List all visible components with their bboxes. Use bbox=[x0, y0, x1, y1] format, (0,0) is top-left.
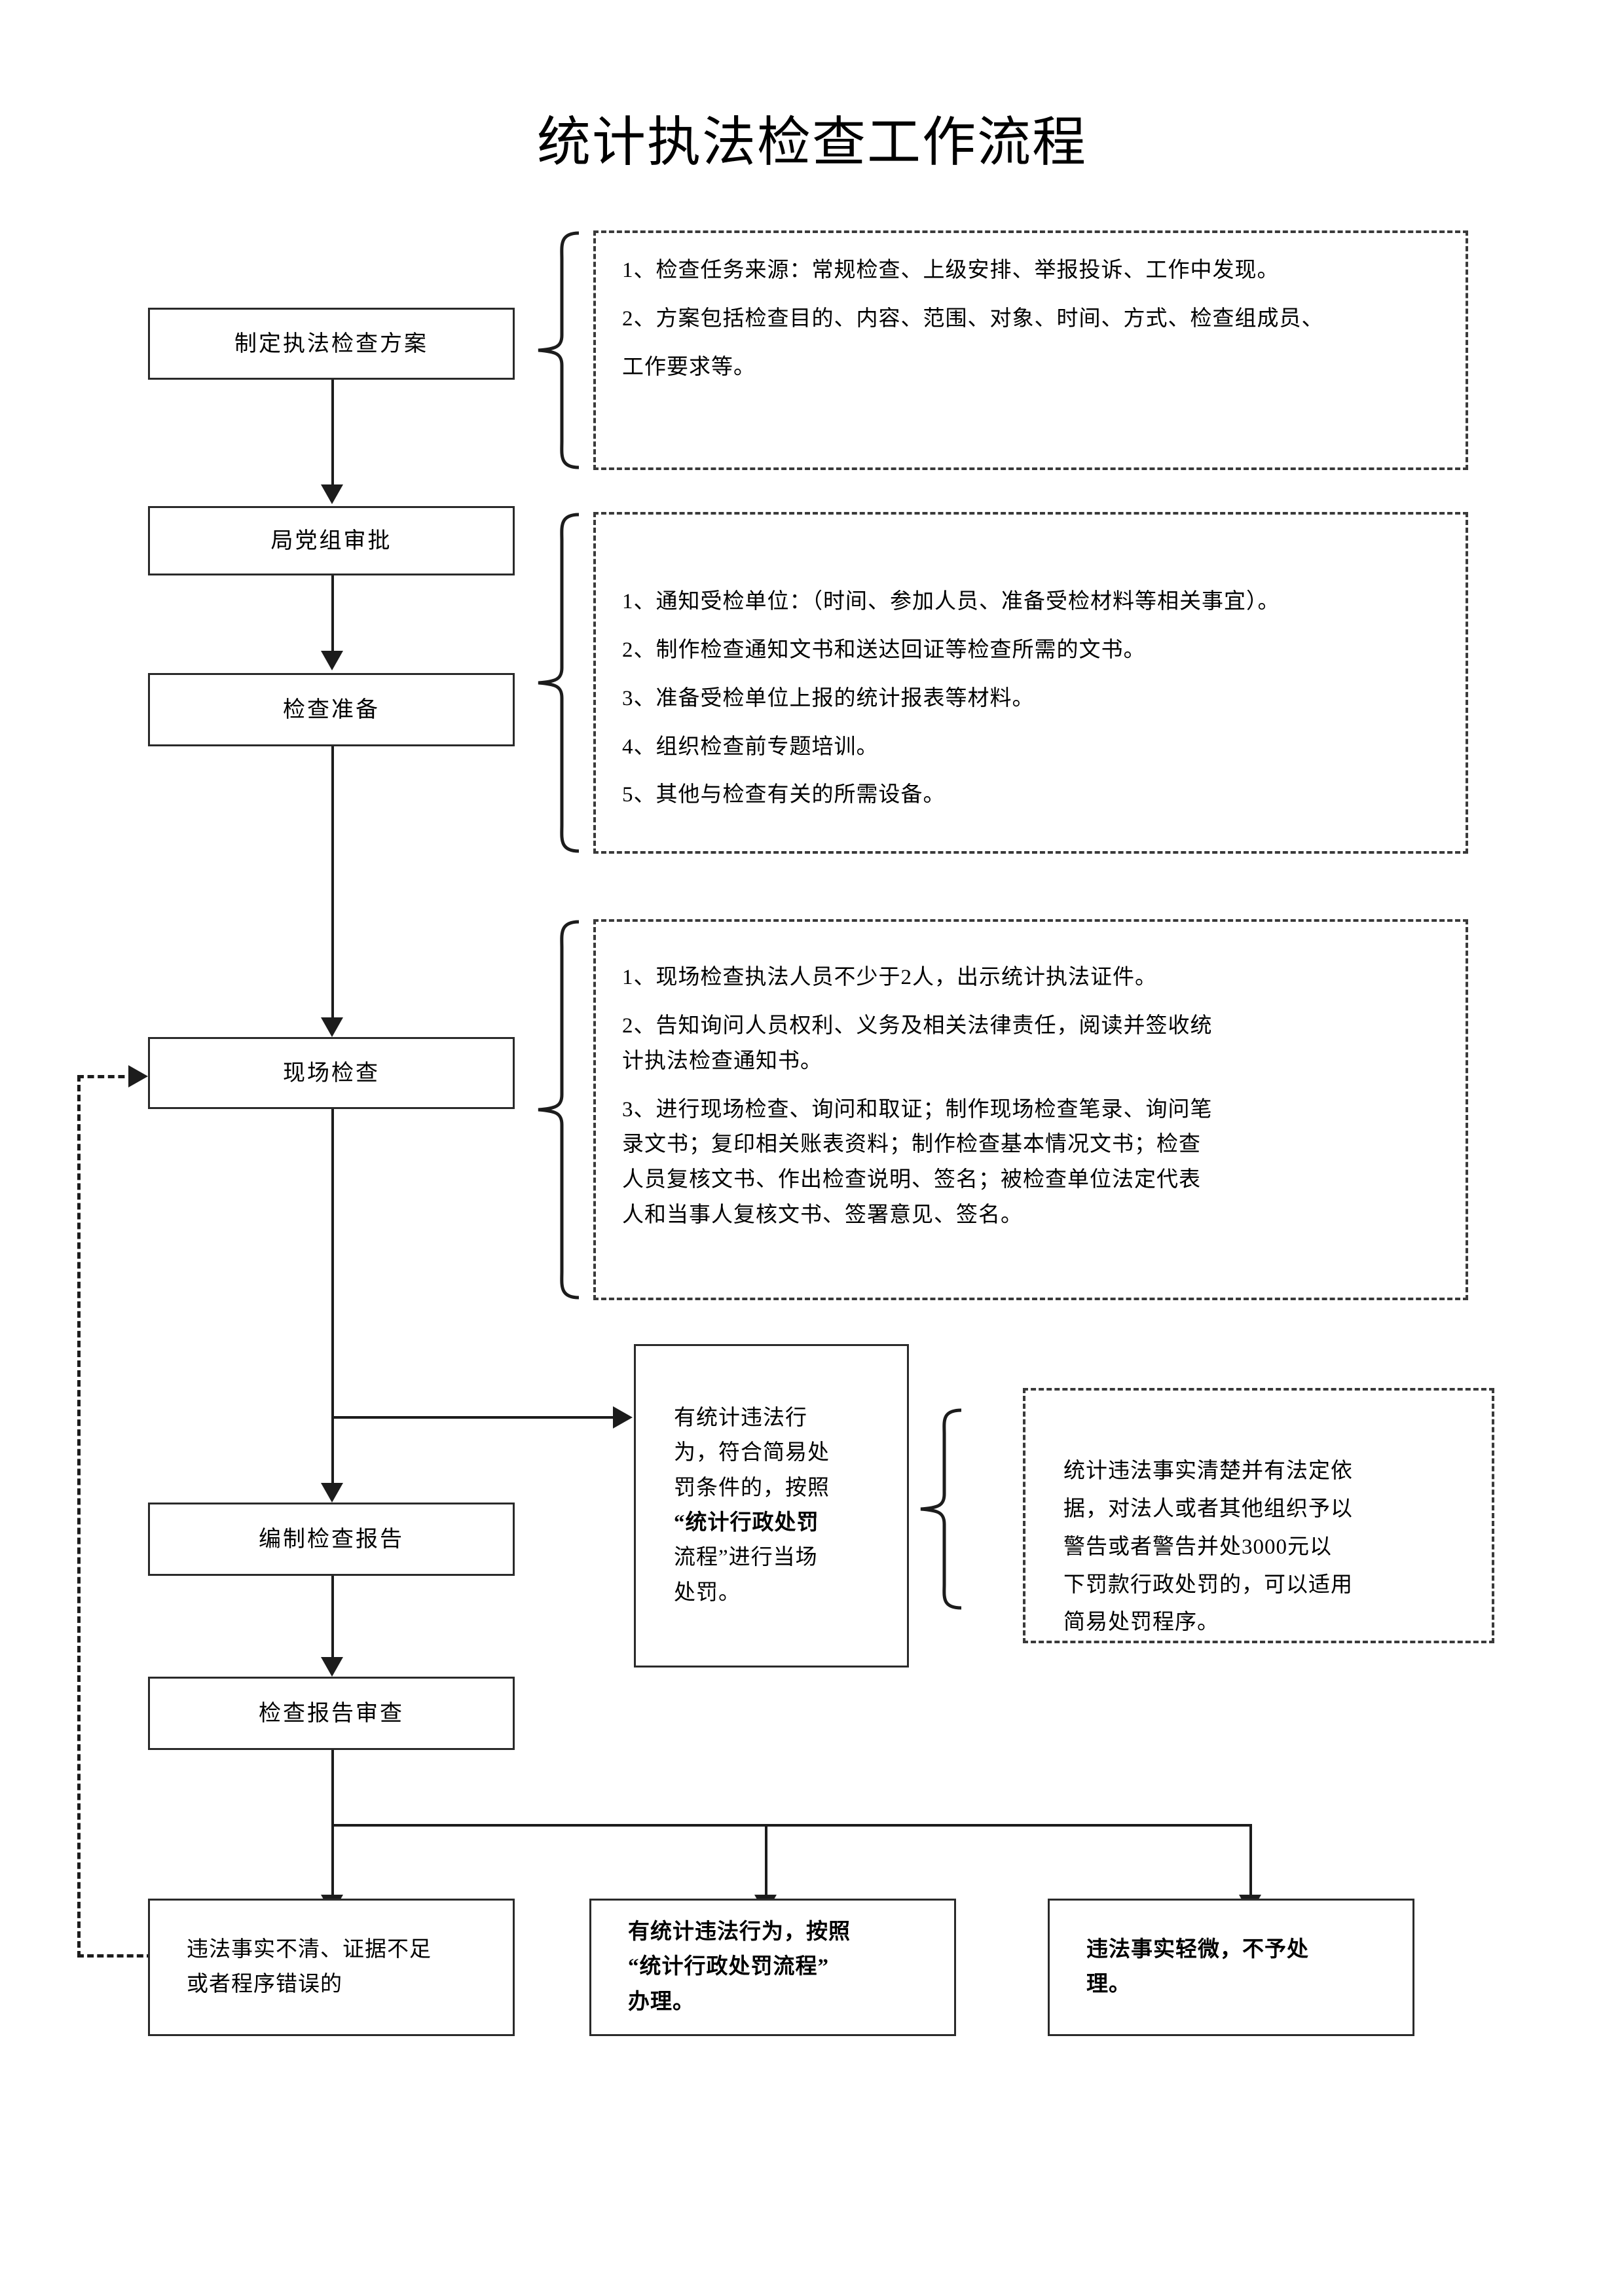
branch-box-simple-penalty[interactable]: 有统计违法行 为，符合简易处 罚条件的，按照 “统计行政处罚 流程”进行当场 处… bbox=[634, 1344, 909, 1667]
callout-line: 1、通知受检单位：（时间、参加人员、准备受检材料等相关事宜）。 bbox=[622, 590, 1280, 613]
branch-box-line: 有统计违法行 bbox=[674, 1406, 807, 1430]
callout-onsite-notes: 1、现场检查执法人员不少于2人，出示统计执法证件。 2、告知询问人员权利、义务及… bbox=[593, 919, 1468, 1300]
callout-line: 3、进行现场检查、询问和取证；制作现场检查笔录、询问笔 bbox=[622, 1097, 1213, 1121]
connector-onsite-to-compile bbox=[331, 1109, 334, 1483]
process-box-review[interactable]: 检查报告审查 bbox=[148, 1677, 515, 1750]
callout-line: 统计违法事实清楚并有法定依 bbox=[1063, 1459, 1353, 1483]
brace-plan-notes bbox=[536, 230, 583, 470]
callout-simple-penalty-basis: 统计违法事实清楚并有法定依 据，对法人或者其他组织予以 警告或者警告并处3000… bbox=[1023, 1388, 1494, 1643]
arrow-plan-to-approve bbox=[321, 484, 343, 504]
outcome-box-violation[interactable]: 有统计违法行为，按照 “统计行政处罚流程” 办理。 bbox=[589, 1899, 956, 2036]
outcome-line: 违法事实不清、证据不足 bbox=[187, 1937, 432, 1961]
connector-split-horizontal bbox=[331, 1824, 1252, 1827]
process-box-plan[interactable]: 制定执法检查方案 bbox=[148, 308, 515, 380]
process-box-label: 检查报告审查 bbox=[259, 1701, 404, 1726]
brace-simple-penalty-basis bbox=[918, 1408, 965, 1612]
page-title: 统计执法检查工作流程 bbox=[536, 113, 1087, 172]
outcome-line: 或者程序错误的 bbox=[187, 1973, 342, 1996]
callout-line: 3、准备受检单位上报的统计报表等材料。 bbox=[622, 686, 1035, 710]
connector-split-right bbox=[1249, 1824, 1252, 1899]
process-box-party-approve[interactable]: 局党组审批 bbox=[148, 506, 515, 575]
callout-line: 5、其他与检查有关的所需设备。 bbox=[622, 783, 946, 807]
brace-prepare-notes bbox=[536, 512, 583, 854]
connector-split-mid bbox=[765, 1824, 767, 1899]
process-box-compile[interactable]: 编制检查报告 bbox=[148, 1503, 515, 1576]
callout-line: 2、制作检查通知文书和送达回证等检查所需的文书。 bbox=[622, 638, 1146, 662]
process-box-label: 现场检查 bbox=[283, 1061, 380, 1085]
branch-box-line: 为，符合简易处 bbox=[674, 1441, 830, 1465]
feedback-loop-bottom bbox=[77, 1954, 153, 1958]
process-box-prepare[interactable]: 检查准备 bbox=[148, 673, 515, 746]
branch-box-line: “统计行政处罚 bbox=[674, 1511, 819, 1535]
callout-plan-notes: 1、检查任务来源：常规检查、上级安排、举报投诉、工作中发现。 2、方案包括检查目… bbox=[593, 230, 1468, 470]
branch-box-line: 处罚。 bbox=[674, 1580, 741, 1605]
outcome-line: 办理。 bbox=[628, 1990, 695, 2014]
callout-line: 1、现场检查执法人员不少于2人，出示统计执法证件。 bbox=[622, 966, 1157, 989]
outcome-line: 违法事实轻微，不予处 bbox=[1086, 1937, 1309, 1961]
outcome-line: 理。 bbox=[1086, 1973, 1131, 1996]
process-box-onsite[interactable]: 现场检查 bbox=[148, 1037, 515, 1109]
feedback-loop-left bbox=[77, 1075, 81, 1958]
arrow-compile-to-review bbox=[321, 1657, 343, 1677]
connector-plan-to-approve bbox=[331, 380, 334, 484]
connector-split-left bbox=[331, 1824, 334, 1899]
callout-line: 计执法检查通知书。 bbox=[622, 1049, 822, 1073]
callout-line: 简易处罚程序。 bbox=[1063, 1611, 1219, 1635]
process-box-label: 局党组审批 bbox=[270, 528, 392, 553]
connector-compile-to-review bbox=[331, 1576, 334, 1657]
callout-line: 4、组织检查前专题培训。 bbox=[622, 735, 879, 759]
feedback-loop-top bbox=[77, 1075, 135, 1078]
outcome-line: 有统计违法行为，按照 bbox=[628, 1920, 851, 1944]
branch-box-line: 罚条件的，按照 bbox=[674, 1476, 830, 1500]
callout-line: 人和当事人复核文书、签署意见、签名。 bbox=[622, 1203, 1023, 1228]
connector-onsite-to-simple-penalty bbox=[331, 1416, 613, 1419]
callout-line: 1、检查任务来源：常规检查、上级安排、举报投诉、工作中发现。 bbox=[622, 259, 1280, 282]
callout-line: 警告或者警告并处3000元以 bbox=[1063, 1535, 1332, 1559]
outcome-box-minor[interactable]: 违法事实轻微，不予处 理。 bbox=[1048, 1899, 1414, 2036]
callout-line: 录文书；复印相关账表资料；制作检查基本情况文书；检查 bbox=[622, 1133, 1201, 1157]
callout-line: 人员复核文书、作出检查说明、签名；被检查单位法定代表 bbox=[622, 1168, 1201, 1192]
callout-line: 下罚款行政处罚的，可以适用 bbox=[1063, 1573, 1353, 1597]
process-box-label: 编制检查报告 bbox=[259, 1527, 404, 1552]
callout-line: 据，对法人或者其他组织予以 bbox=[1063, 1497, 1353, 1521]
connector-approve-to-prepare bbox=[331, 575, 334, 651]
connector-review-down bbox=[331, 1750, 334, 1825]
process-box-label: 制定执法检查方案 bbox=[234, 331, 428, 356]
arrow-prepare-to-onsite bbox=[321, 1017, 343, 1037]
arrow-feedback-to-onsite bbox=[128, 1065, 148, 1087]
callout-line: 工作要求等。 bbox=[622, 355, 756, 379]
process-box-label: 检查准备 bbox=[283, 697, 380, 722]
branch-box-line: 流程”进行当场 bbox=[674, 1546, 818, 1570]
arrow-approve-to-prepare bbox=[321, 651, 343, 670]
callout-prepare-notes: 1、通知受检单位：（时间、参加人员、准备受检材料等相关事宜）。 2、制作检查通知… bbox=[593, 512, 1468, 854]
callout-line: 2、告知询问人员权利、义务及相关法律责任，阅读并签收统 bbox=[622, 1013, 1213, 1038]
brace-onsite-notes bbox=[536, 919, 583, 1300]
outcome-box-unclear[interactable]: 违法事实不清、证据不足 或者程序错误的 bbox=[148, 1899, 515, 2036]
outcome-line: “统计行政处罚流程” bbox=[628, 1955, 829, 1979]
arrow-onsite-to-compile bbox=[321, 1483, 343, 1503]
callout-line: 2、方案包括检查目的、内容、范围、对象、时间、方式、检查组成员、 bbox=[622, 306, 1324, 331]
connector-prepare-to-onsite bbox=[331, 746, 334, 1017]
arrow-onsite-to-simple-penalty bbox=[613, 1406, 633, 1429]
